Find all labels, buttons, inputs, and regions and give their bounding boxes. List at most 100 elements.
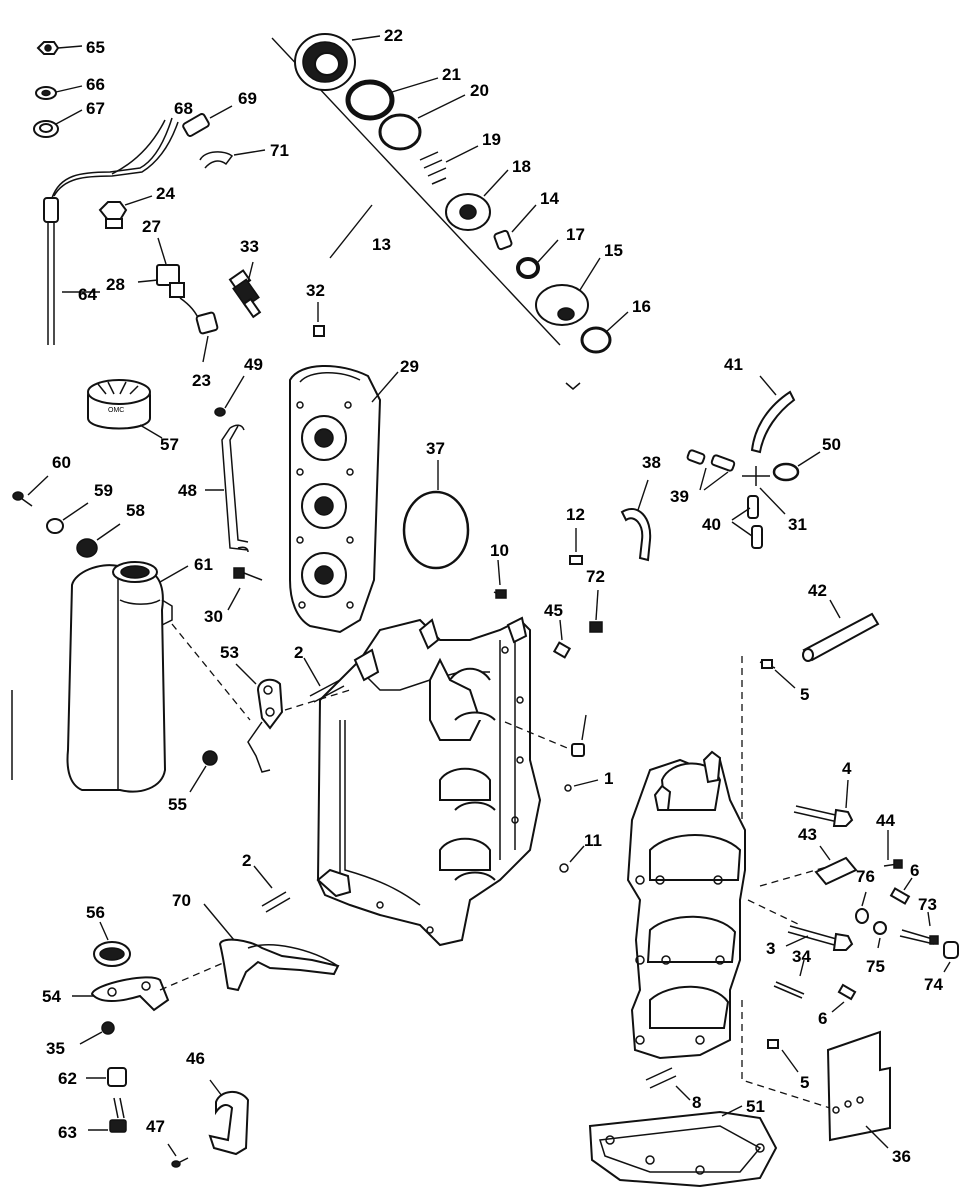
label-71: 71 [270, 141, 289, 160]
label-18: 18 [512, 157, 531, 176]
part-2-dowel-pin-upper [303, 657, 345, 703]
label-33: 33 [240, 237, 259, 256]
label-29: 29 [400, 357, 419, 376]
part-69-connector [182, 105, 233, 137]
label-37: 37 [426, 439, 445, 458]
label-11: 11 [584, 831, 602, 850]
part-60-screw [12, 475, 49, 507]
part-23-connector [195, 311, 219, 363]
part-67-washer [33, 109, 83, 138]
label-46: 46 [186, 1049, 205, 1068]
label-56: 56 [86, 903, 105, 922]
part-27-28-sensor [137, 237, 201, 323]
part-55-screw [189, 750, 218, 793]
part-41-hose [750, 375, 796, 454]
part-22-thermostat-cover [294, 33, 381, 91]
label-64: 64 [78, 285, 97, 304]
label-4: 4 [842, 759, 852, 778]
part-54-bracket [72, 976, 170, 1012]
intake-manifold [626, 750, 746, 1060]
label-35: 35 [46, 1039, 65, 1058]
part-50-clamp [772, 451, 821, 482]
part-38-hose [620, 479, 652, 562]
part-53-bracket [235, 663, 284, 773]
label-34: 34 [792, 947, 811, 966]
part-19-spring [419, 145, 479, 185]
label-2b: 2 [242, 851, 251, 870]
label-54: 54 [42, 987, 61, 1006]
label-70: 70 [172, 891, 191, 910]
label-42: 42 [808, 581, 827, 600]
part-65-nut [36, 41, 83, 55]
part-51-gasket [588, 1105, 778, 1188]
label-44: 44 [876, 811, 895, 830]
part-3-bolt [785, 925, 854, 951]
part-1-check-valve [504, 714, 599, 792]
label-21: 21 [442, 65, 461, 84]
part-42-hose [802, 599, 880, 662]
part-70-bracket [203, 903, 340, 992]
label-72: 72 [586, 567, 605, 586]
part-45-fitting [552, 619, 572, 659]
label-6a: 6 [910, 861, 919, 880]
part-35-screw [79, 1021, 115, 1045]
part-73-screw [899, 911, 939, 945]
label-24: 24 [156, 184, 175, 203]
label-31: 31 [788, 515, 807, 534]
part-16-o-ring [580, 311, 629, 354]
label-22: 22 [384, 26, 403, 45]
part-12-fitting [569, 528, 583, 565]
part-66-washer [35, 85, 83, 100]
label-41: 41 [724, 355, 743, 374]
part-6-fitting-upper [889, 877, 913, 905]
label-32: 32 [306, 281, 325, 300]
label-23: 23 [192, 371, 211, 390]
manifold-dash-line-3 [741, 1000, 831, 1109]
part-5-fitting-upper [759, 659, 796, 689]
label-68: 68 [174, 99, 193, 118]
label-13: 13 [372, 235, 391, 254]
label-20: 20 [470, 81, 489, 100]
label-1: 1 [604, 769, 613, 788]
part-75-washer [873, 921, 887, 949]
label-73: 73 [918, 895, 937, 914]
part-48-tube [205, 424, 249, 553]
part-8-dowel-pin [645, 1067, 691, 1101]
label-74: 74 [924, 975, 943, 994]
part-56-grommet [93, 921, 131, 967]
label-62: 62 [58, 1069, 77, 1088]
part-63-valve [88, 1097, 127, 1133]
label-10: 10 [490, 541, 509, 560]
part-76-washer [855, 891, 869, 924]
part-18-thermostat [445, 169, 509, 231]
label-51: 51 [746, 1097, 765, 1116]
cap-text: OMC [108, 407, 124, 414]
part-5-fitting-lower [767, 1039, 799, 1073]
label-59: 59 [94, 481, 113, 500]
label-3: 3 [766, 939, 775, 958]
label-40: 40 [702, 515, 721, 534]
part-64-cable-harness [43, 117, 179, 345]
part-29-cylinder-head-cover [289, 365, 399, 634]
part-labels: 22 21 20 19 18 14 13 17 15 16 65 66 67 6… [42, 26, 943, 1166]
part-21-o-ring [345, 77, 439, 121]
label-50: 50 [822, 435, 841, 454]
part-71-clip [199, 149, 266, 169]
label-60: 60 [52, 453, 71, 472]
label-61: 61 [194, 555, 213, 574]
part-62-bushing [86, 1067, 127, 1087]
part-20-gasket [378, 94, 466, 151]
part-40-hoses [731, 495, 763, 549]
part-47-screw [167, 1143, 189, 1168]
label-17: 17 [566, 225, 585, 244]
bracket-54-dash-line [159, 959, 231, 991]
part-44-screw [883, 830, 903, 869]
part-14-valve [493, 204, 537, 251]
label-36: 36 [892, 1147, 911, 1166]
label-2a: 2 [294, 643, 303, 662]
label-63: 63 [58, 1123, 77, 1142]
label-66: 66 [86, 75, 105, 94]
part-58-grommet [76, 523, 121, 558]
